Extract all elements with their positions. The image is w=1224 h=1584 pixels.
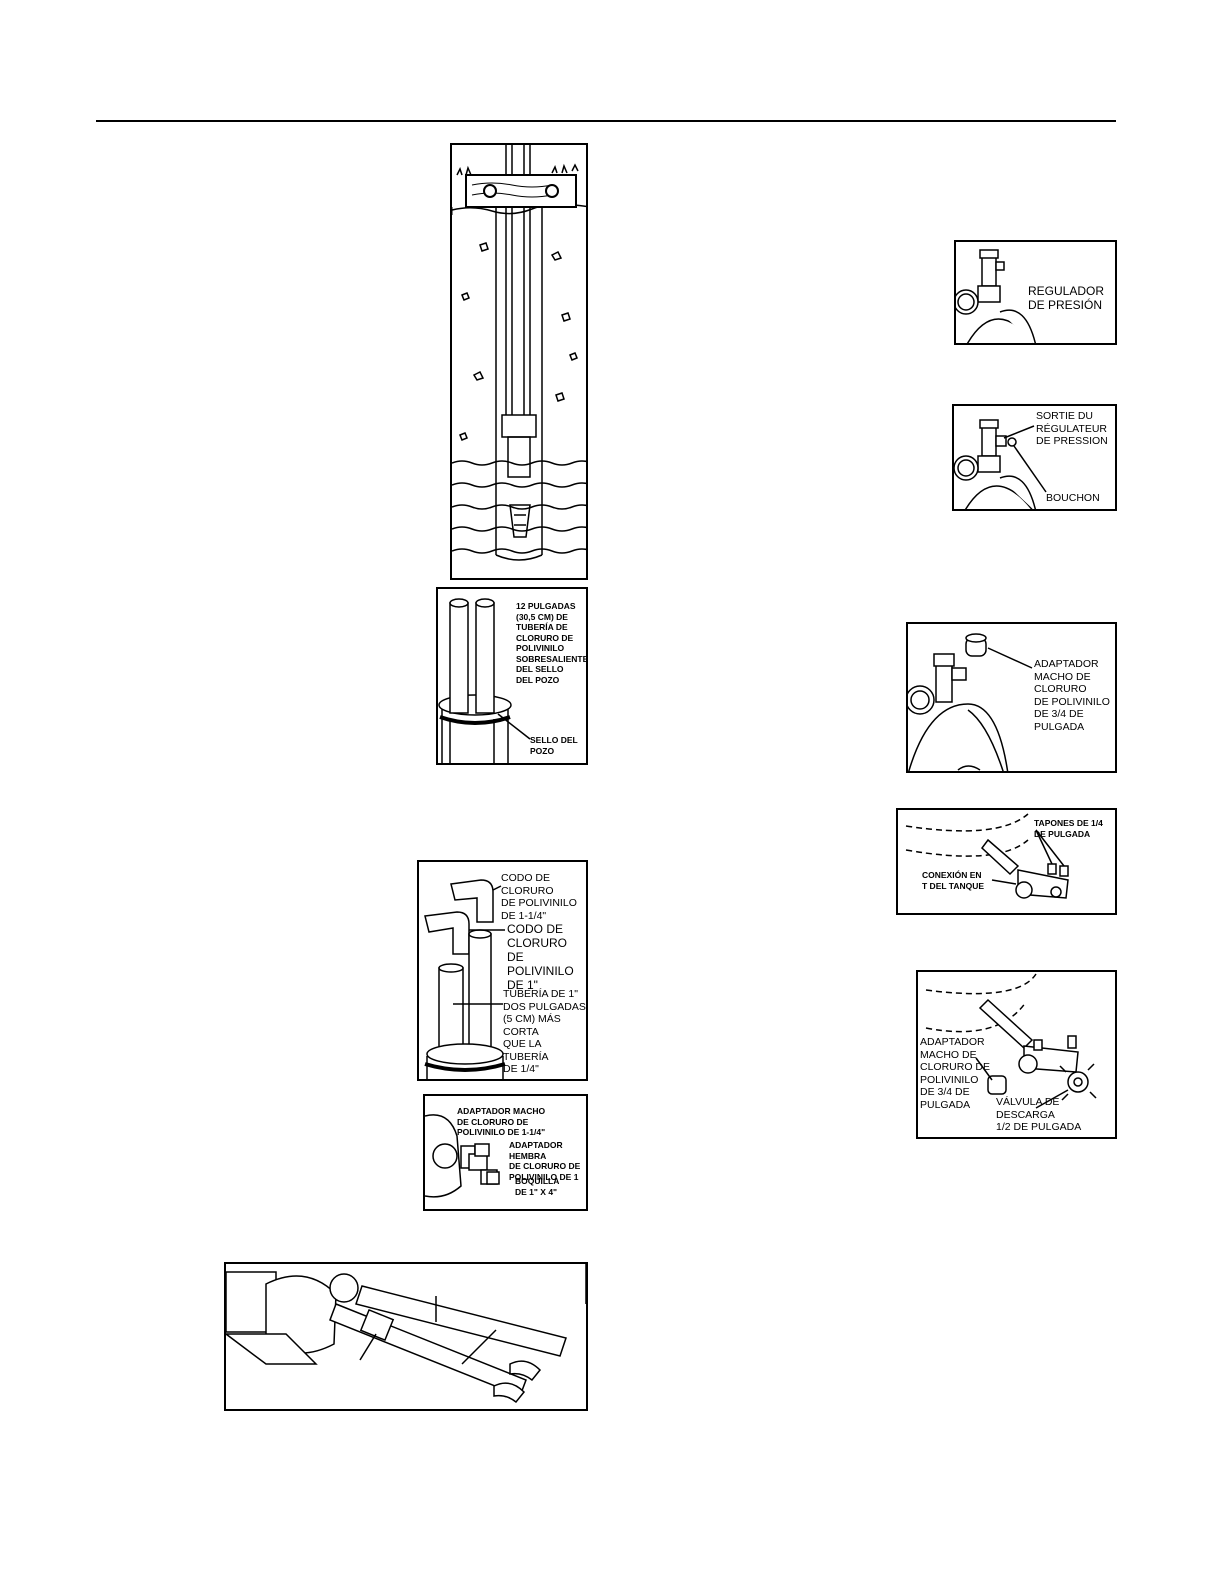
regulator-outlet-figure: SORTIE DU RÉGULATEUR DE PRESSION BOUCHON <box>952 404 1117 511</box>
pipe-protrusion-illustration <box>438 598 531 763</box>
elbow-large-label: CODO DE CLORURO DE POLIVINILO DE 1-1/4" <box>501 872 577 922</box>
drain-adapter-label: ADAPTADOR MACHO DE CLORURO DE POLIVINILO… <box>920 1036 991 1111</box>
pressure-regulator-label: REGULADOR DE PRESIÓN <box>1028 284 1105 312</box>
header-rule <box>96 120 1116 122</box>
pump-piping-figure <box>224 1262 588 1411</box>
pressure-regulator-illustration <box>956 249 1036 343</box>
pump-piping-illustration <box>226 1264 586 1404</box>
female-adapter-label: ADAPTADOR HEMBRA DE CLORURO DE POLIVINIL… <box>509 1140 581 1182</box>
well-seal-label: SELLO DEL POZO <box>530 735 578 756</box>
male-adapter-34-figure: ADAPTADOR MACHO DE CLORURO DE POLIVINILO… <box>906 622 1117 773</box>
regulator-outlet-illustration <box>954 419 1047 509</box>
well-cross-section-figure <box>450 143 588 580</box>
tank-plugs-label: TAPONES DE 1/4 DE PULGADA <box>1034 818 1103 839</box>
male-adapter-34-illustration <box>908 633 1033 771</box>
drain-valve-illustration <box>925 973 1097 1109</box>
pipe-protrusion-figure: 12 PULGADAS (30,5 CM) DE TUBERÍA DE CLOR… <box>436 587 588 765</box>
drain-valve-figure: ADAPTADOR MACHO DE CLORURO DE POLIVINILO… <box>916 970 1117 1139</box>
drain-valve-label: VÁLVULA DE DESCARGA 1/2 DE PULGADA <box>996 1096 1082 1133</box>
pipe-note-label: TUBERÍA DE 1" DOS PULGADAS (5 CM) MÁS CO… <box>503 988 586 1075</box>
well-illustration <box>452 145 586 561</box>
pipe-protrusion-label: 12 PULGADAS (30,5 CM) DE TUBERÍA DE CLOR… <box>516 601 588 685</box>
male-adapter-label: ADAPTADOR MACHO DE CLORURO DE POLIVINILO… <box>457 1106 546 1137</box>
adapters-figure: ADAPTADOR MACHO DE CLORURO DE POLIVINILO… <box>423 1094 588 1211</box>
plug-label: BOUCHON <box>1046 492 1100 504</box>
elbows-illustration <box>424 879 506 1079</box>
regulator-outlet-label: SORTIE DU RÉGULATEUR DE PRESSION <box>1036 410 1108 447</box>
nipple-label: BOQUILLA DE 1" X 4" <box>515 1176 560 1197</box>
adapters-illustration <box>425 1114 500 1198</box>
male-adapter-34-label: ADAPTADOR MACHO DE CLORURO DE POLIVINILO… <box>1034 658 1110 733</box>
tank-tee-illustration <box>905 813 1069 899</box>
elbow-small-label: CODO DE CLORURO DE POLIVINILO DE 1" <box>507 922 574 992</box>
tank-tee-figure: TAPONES DE 1/4 DE PULGADA CONEXIÓN EN T … <box>896 808 1117 915</box>
tank-tee-label: CONEXIÓN EN T DEL TANQUE <box>922 870 985 891</box>
elbows-figure: CODO DE CLORURO DE POLIVINILO DE 1-1/4" … <box>417 860 588 1081</box>
pressure-regulator-figure: REGULADOR DE PRESIÓN <box>954 240 1117 345</box>
